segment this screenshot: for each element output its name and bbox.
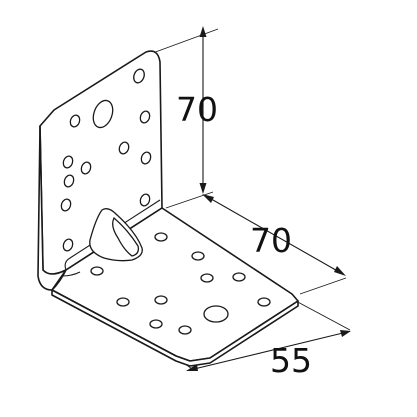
hole: [62, 238, 74, 252]
hole: [118, 141, 130, 155]
hole: [139, 193, 151, 207]
inner-bend-line: [64, 199, 161, 271]
extension-line-front-right: [293, 299, 351, 331]
dimension-lines: [186, 26, 351, 371]
hole: [200, 273, 214, 283]
dimension-label-length: 70: [250, 221, 292, 260]
hole: [149, 319, 163, 329]
dimension-label-height: 70: [176, 90, 218, 129]
arrowhead-length-start: [202, 194, 214, 203]
hole: [116, 297, 130, 307]
bracket: [37, 50, 299, 367]
extension-line-top: [149, 28, 219, 55]
arrowhead-height-top: [199, 26, 207, 37]
hole: [60, 198, 72, 212]
horizontal-plate-edge: [51, 289, 299, 367]
hole: [63, 174, 75, 188]
hole: [140, 151, 152, 165]
hole: [178, 325, 192, 335]
outer-bend-line: [61, 271, 81, 277]
holes-horizontal-plate: [90, 232, 271, 335]
hole: [80, 161, 92, 175]
hole-large: [92, 99, 114, 129]
arrowhead-length-end: [334, 266, 346, 276]
arrowhead-width-end: [340, 330, 351, 337]
dimension-line-length: [205, 195, 342, 274]
dimension-line-width: [189, 331, 348, 371]
bend-lines: [61, 199, 161, 277]
dimension-label-width: 55: [270, 341, 312, 380]
hole: [154, 232, 168, 242]
hole: [139, 110, 151, 124]
holes-vertical-plate: [60, 68, 152, 252]
hole: [232, 272, 246, 282]
hole: [133, 68, 145, 84]
hole: [191, 251, 205, 261]
hole: [62, 155, 74, 169]
hole: [257, 297, 271, 307]
rib-front-face: [112, 216, 140, 257]
extension-line-right: [299, 277, 347, 295]
hole: [69, 114, 81, 128]
hole-large: [203, 305, 229, 323]
arrowhead-height-bottom: [199, 183, 207, 194]
extension-line-corner: [165, 191, 214, 209]
stiffening-rib: [89, 208, 143, 262]
hole: [90, 266, 104, 276]
hole: [154, 295, 168, 305]
